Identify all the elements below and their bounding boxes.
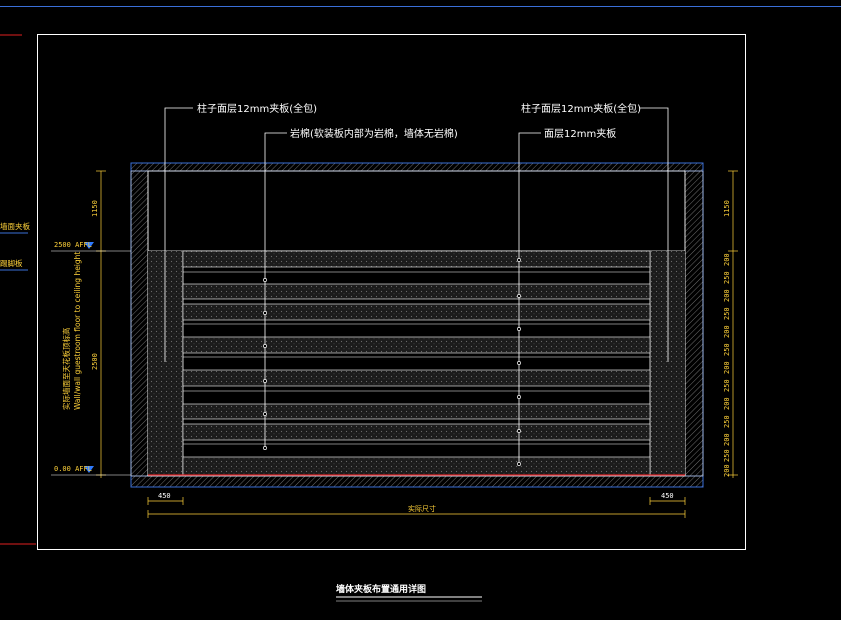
panel-rows [182,250,651,476]
left-dimension [51,170,131,478]
callout-second-left: 岩棉(软装板内部为岩棉，墙体无岩棉) [290,127,458,140]
right-dim-item: 250 [723,449,731,462]
bottom-dim-right: 450 [661,492,674,500]
panel-row [182,369,651,387]
panel-row [182,456,651,476]
level-marker-upper [84,242,94,249]
leader-top-left [164,107,193,362]
right-dim-item: 200 [723,361,731,374]
panel-row [182,336,651,354]
level-lower-label: 0.00 AFFL [54,465,92,473]
callout-leaders [164,107,669,465]
left-column-board [130,170,149,477]
right-dim-item: 200 [723,325,731,338]
left-dim-top: 1150 [91,200,99,217]
right-dim-item: 250 [723,343,731,356]
drawing-title: 墙体夹板布置通用详图 [336,583,426,595]
right-dim-item: 200 [723,433,731,446]
top-board-band [130,162,704,172]
callout-top-left: 柱子面层12mm夹板(全包) [197,102,317,115]
level-upper-label: 2500 AFFL [54,241,92,249]
callout-top-right: 柱子面层12mm夹板(全包) [521,102,641,115]
right-dim-item: 250 [723,271,731,284]
right-dim-top: 1150 [723,200,731,217]
sheet-frame [37,34,746,550]
bottom-board-band [130,475,704,488]
right-dim-item: 250 [723,415,731,428]
right-dim-item: 250 [723,307,731,320]
rockwool-left [148,251,183,475]
left-dim-main: 2500 [91,353,99,370]
right-dimension [728,170,738,478]
vertical-note-line1: 实际墙面至天花板顶标高 [61,327,71,410]
rockwool-right [650,251,685,475]
panel-row [182,403,651,420]
leader-dots [263,258,521,466]
right-dim-item: 200 [723,464,731,477]
panel-row [182,283,651,300]
bottom-dim-overall: 实际尺寸 [408,504,436,513]
right-dim-item: 200 [723,289,731,302]
leader-top-right [640,107,669,362]
panel-row [182,303,651,321]
left-edge-label-2: 踢脚板 [0,258,23,268]
right-dim-item: 200 [723,253,731,266]
callout-second-right: 面层12mm夹板 [544,127,616,140]
bottom-dimension [147,497,686,518]
right-column-board [684,170,704,477]
right-dim-stack: 200 250 200 250 200 250 200 250 200 250 … [723,253,731,477]
leader-second-right [518,132,541,465]
left-edge-label-1: 墙面夹板 [0,221,30,231]
level-marker-lower [84,466,94,473]
right-dim-item: 250 [723,379,731,392]
panel-row [182,423,651,441]
panel-row [182,250,651,268]
bottom-dim-left: 450 [158,492,171,500]
vertical-note-line2: Wall/wall guestroom floor to ceiling hei… [73,252,82,410]
right-dim-item: 200 [723,397,731,410]
leader-second-left [264,132,287,449]
